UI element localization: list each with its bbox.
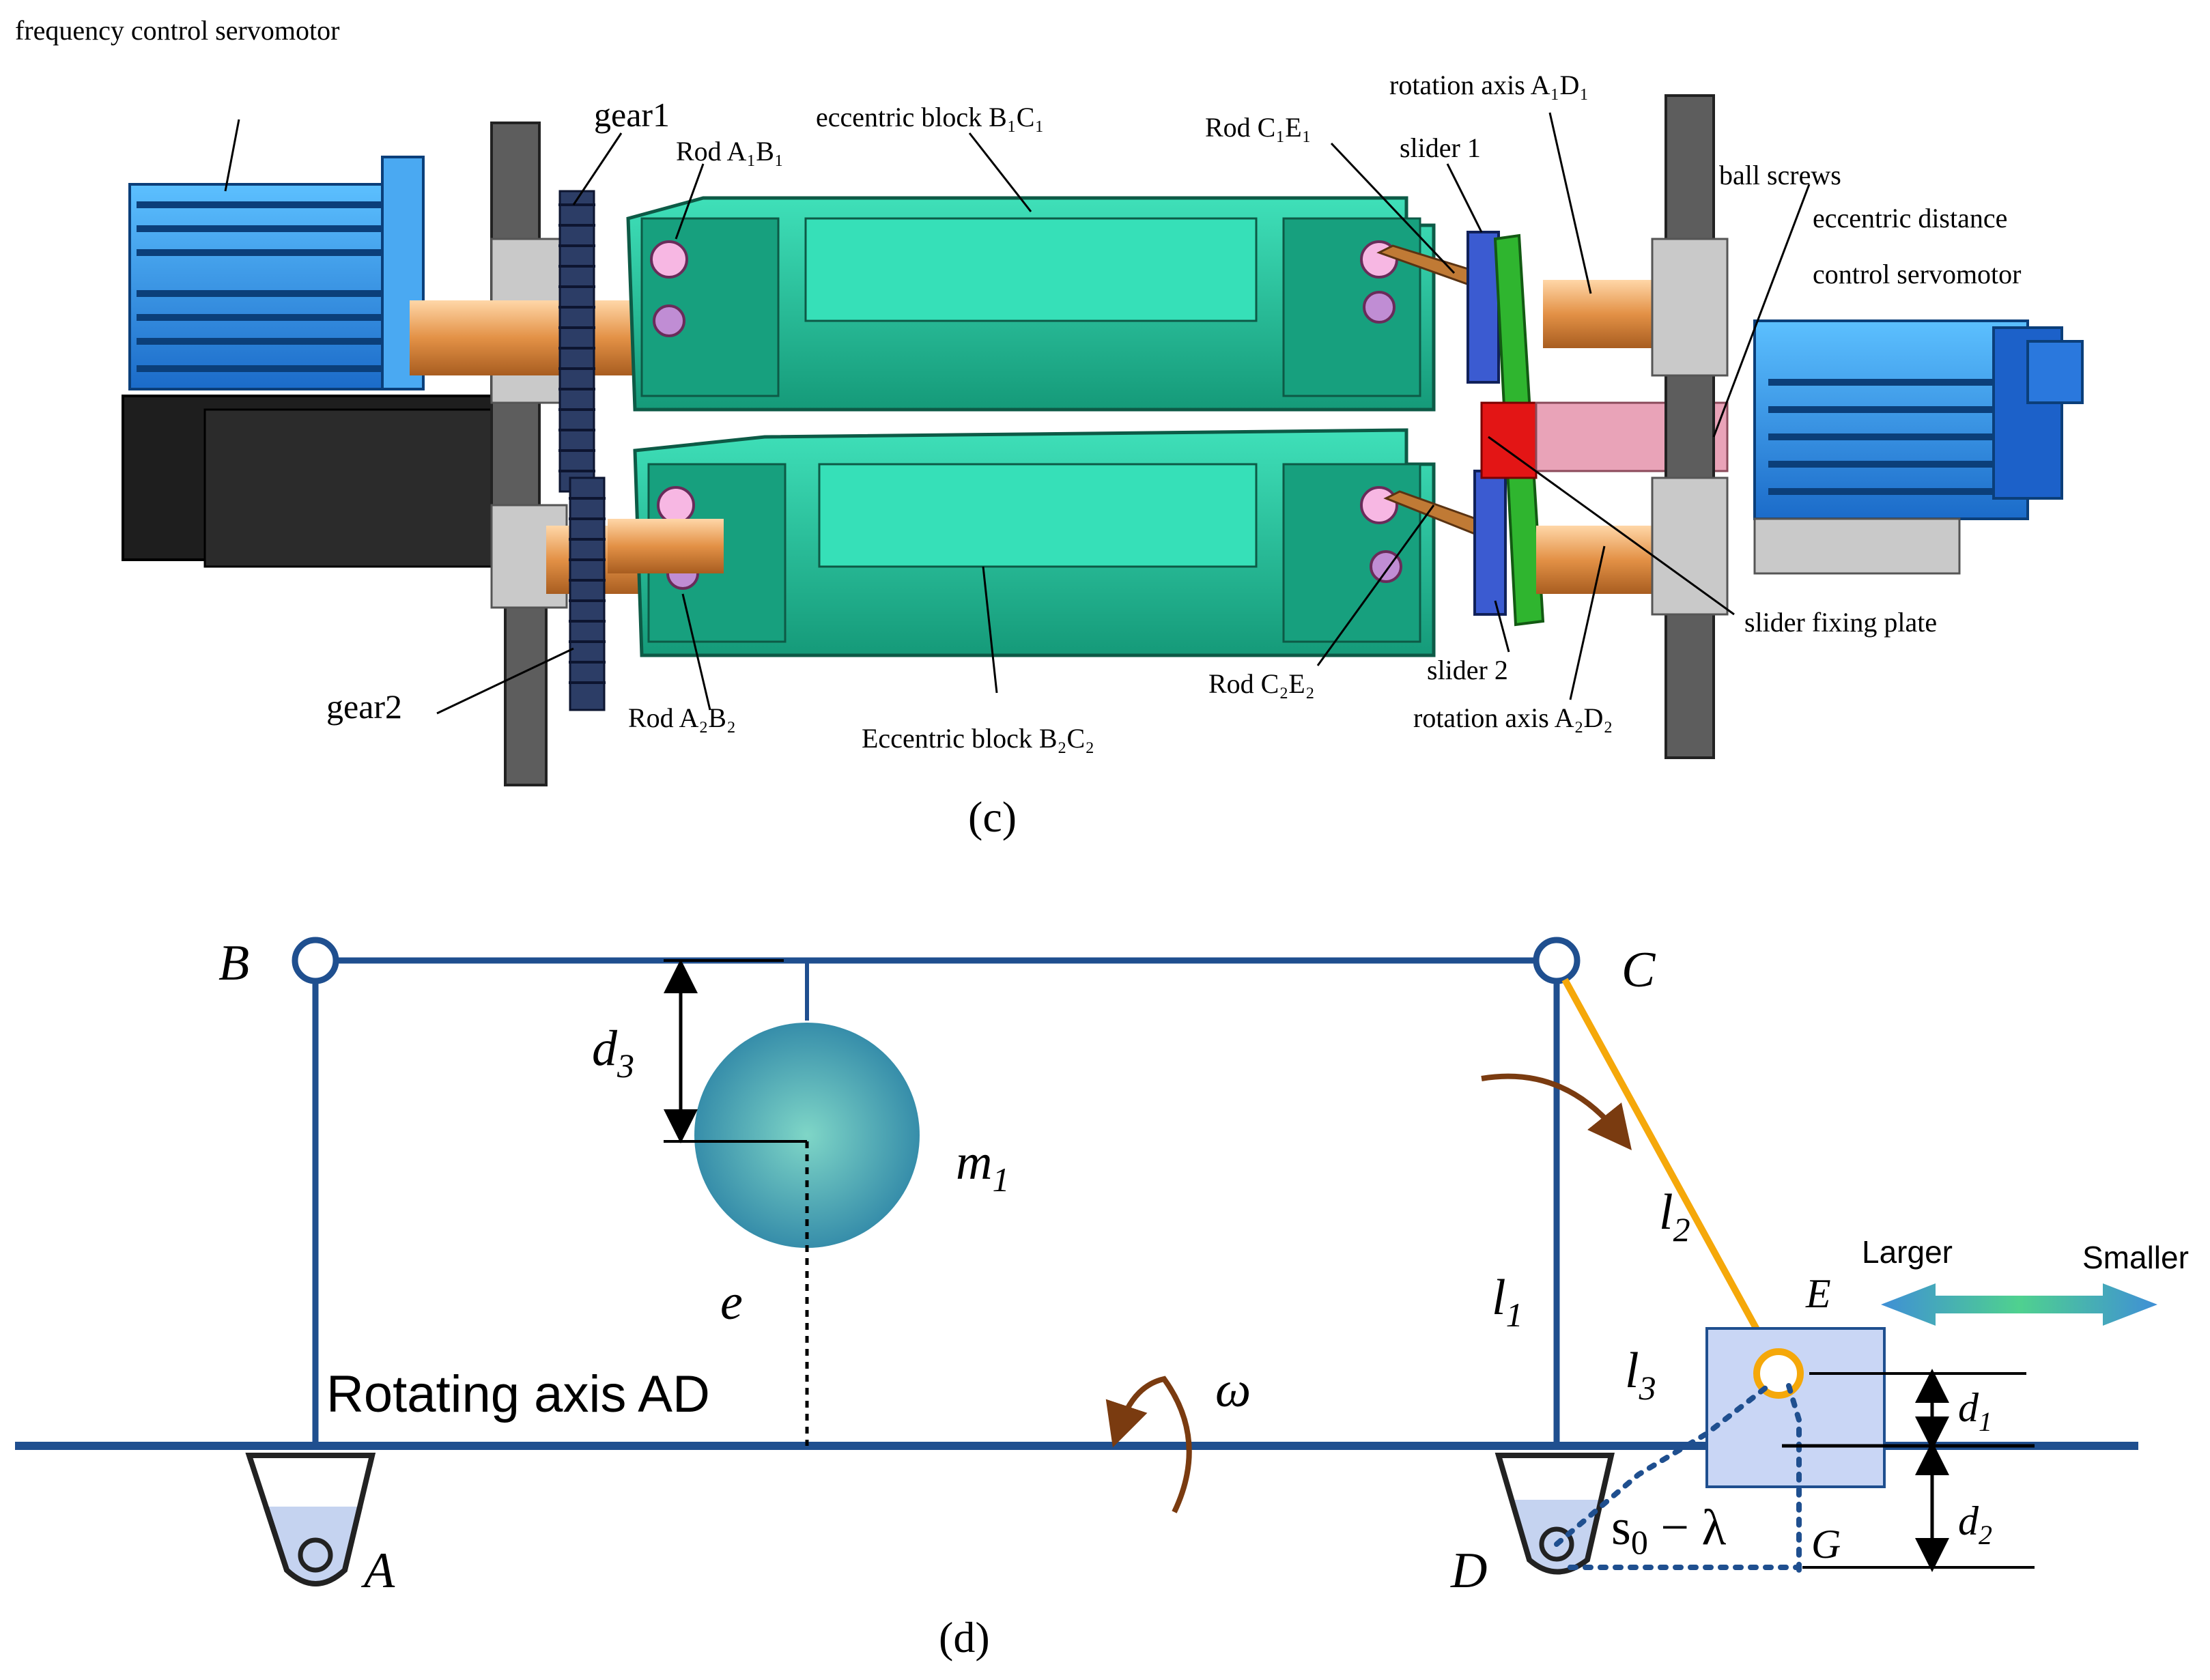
dotted-l3 — [1554, 1383, 1771, 1547]
rod-l2 — [1561, 978, 1780, 1367]
frequency-control-servomotor — [122, 156, 534, 568]
right-bearing-upper — [1651, 238, 1729, 377]
label-freq-motor: frequency control servomotor — [15, 15, 339, 46]
dotted-eg — [1786, 1383, 1802, 1573]
label-smaller: Smaller — [2082, 1240, 2189, 1275]
symbol-l2: l2 — [1659, 1184, 1690, 1249]
label-slider-fixing-plate: slider fixing plate — [1744, 607, 1937, 638]
label-gear2: gear2 — [326, 687, 402, 726]
label-rotating-axis: Rotating axis AD — [326, 1365, 710, 1423]
slider-1 — [1467, 231, 1500, 384]
omega-arrow — [1105, 1376, 1192, 1513]
control-servomotor — [1753, 319, 2084, 575]
eccentric-block-b1c1 — [626, 196, 1436, 412]
point-c: C — [1621, 942, 1656, 998]
eccentric-block-b2c2 — [608, 428, 1436, 657]
joint-c — [1533, 937, 1581, 984]
symbol-d3: d3 — [592, 1021, 634, 1085]
point-e: E — [1805, 1271, 1831, 1316]
label-control-servomotor: control servomotor — [1813, 259, 2022, 289]
mass-m1 — [694, 1023, 920, 1248]
bearing-a — [245, 1453, 376, 1586]
label-rod-a2b2: Rod A₂B₂ — [628, 702, 736, 733]
point-g: G — [1811, 1522, 1841, 1567]
right-support-plate — [1664, 94, 1715, 759]
left-support-plates — [490, 122, 568, 786]
larger-smaller-arrow — [1881, 1283, 2157, 1326]
label-ecc-distance: eccentric distance — [1813, 203, 2007, 233]
label-ecc-block-b2c2: Eccentric block B₂C₂ — [862, 723, 1094, 754]
label-ecc-block-b1c1: eccentric block B₁C₁ — [816, 102, 1044, 132]
gear-2 — [569, 476, 606, 711]
upper-left-shaft — [410, 300, 642, 375]
symbol-d1: d1 — [1958, 1385, 1992, 1437]
symbol-omega: ω — [1215, 1362, 1251, 1418]
symbol-s0-lambda: s0 − λ — [1611, 1500, 1727, 1561]
symbol-d2: d2 — [1958, 1498, 1992, 1550]
symbol-l1: l1 — [1492, 1270, 1523, 1334]
symbol-e: e — [720, 1275, 743, 1330]
label-slider2: slider 2 — [1427, 655, 1508, 685]
label-rotation-axis-a1d1: rotation axis A₁D₁ — [1389, 70, 1589, 100]
caption-d: (d) — [939, 1613, 990, 1662]
label-ball-screws: ball screws — [1719, 160, 1841, 190]
rotation-axis-a2d2-shaft — [1536, 526, 1652, 594]
right-bearing-lower — [1651, 476, 1729, 616]
panel-c: frequency control servomotor gear1 Rod A… — [15, 15, 2084, 841]
label-gear1: gear1 — [594, 96, 670, 134]
panel-c-leader-lines — [224, 112, 1811, 715]
label-slider1: slider 1 — [1400, 132, 1481, 163]
label-rod-c2e2: Rod C₂E₂ — [1208, 668, 1315, 699]
point-a: A — [360, 1543, 395, 1599]
panel-d: B C A D E G d3 m1 e l1 l2 l3 d1 d2 ω s0 … — [15, 935, 2189, 1662]
symbol-l3: l3 — [1625, 1343, 1656, 1407]
symbol-m1: m1 — [956, 1135, 1009, 1199]
rotation-arrow-c — [1481, 1073, 1632, 1150]
point-b: B — [218, 935, 249, 991]
gear-1 — [558, 190, 595, 493]
label-rod-a1b1: Rod A₁B₁ — [676, 136, 784, 167]
rotation-axis-a1d1-shaft — [1543, 280, 1652, 348]
joint-b — [292, 937, 339, 984]
label-rod-c1e1: Rod C₁E₁ — [1205, 112, 1312, 143]
label-rotation-axis-a2d2: rotation axis A₂D₂ — [1413, 702, 1613, 733]
bearing-d — [1494, 1453, 1615, 1575]
point-d: D — [1450, 1543, 1487, 1599]
label-larger: Larger — [1862, 1234, 1953, 1270]
caption-c: (c) — [968, 793, 1017, 841]
slider-2 — [1473, 470, 1507, 616]
